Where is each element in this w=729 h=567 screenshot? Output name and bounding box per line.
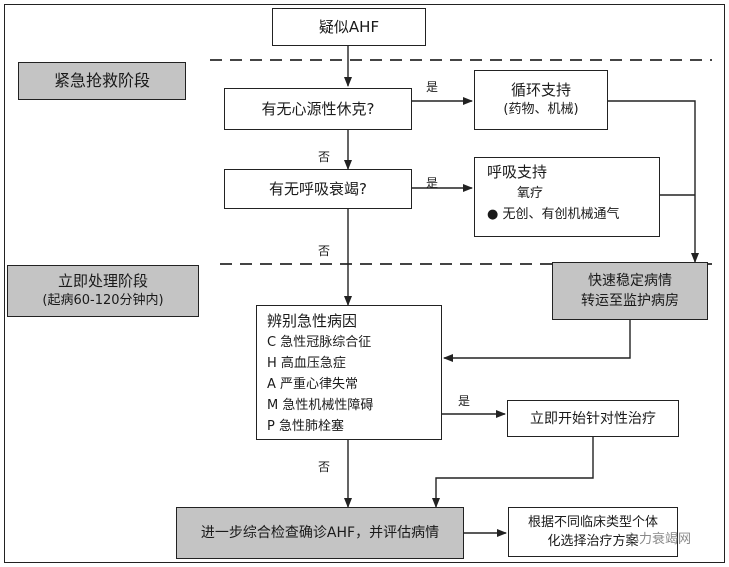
phase-emergency-label: 紧急抢救阶段 (18, 62, 186, 100)
node-confirm-and-evaluate: 进一步综合检查确诊AHF，并评估病情 (176, 507, 464, 559)
node-cardiogenic-shock-question: 有无心源性休克? (224, 88, 412, 130)
node-suspect-ahf: 疑似AHF (272, 8, 426, 46)
node-identify-acute-cause: 辨别急性病因 C 急性冠脉综合征 H 高血压急症 A 严重心律失常 M 急性机械… (256, 305, 442, 440)
watermark: 心力衰竭网 (626, 532, 692, 547)
node-individualized-treatment: 根据不同临床类型个体 化选择治疗方案 (508, 507, 678, 557)
node-respiratory-support: 呼吸支持 氧疗 ● 无创、有创机械通气 (474, 157, 660, 237)
edge-label-shock-yes: 是 (426, 80, 439, 94)
arrow-circ-to-stabilize (608, 100, 699, 263)
arrow-stabilize-to-cause (443, 320, 631, 362)
edge-label-shock-no: 否 (318, 150, 331, 164)
phase-immediate-label: 立即处理阶段 (起病60-120分钟内) (7, 265, 199, 317)
node-circulation-support: 循环支持 (药物、机械) (474, 70, 608, 130)
edge-label-resp-no: 否 (318, 244, 331, 258)
edge-label-cause-yes: 是 (458, 394, 471, 408)
edge-label-cause-no: 否 (318, 460, 331, 474)
bullet-icon: ● (487, 207, 499, 222)
node-respiratory-failure-question: 有无呼吸衰竭? (224, 169, 412, 209)
node-stabilize-transfer: 快速稳定病情 转运至监护病房 (552, 262, 708, 320)
edge-label-resp-yes: 是 (426, 176, 439, 190)
node-start-targeted-treatment: 立即开始针对性治疗 (507, 400, 679, 437)
arrow-treat-to-confirm (432, 437, 594, 508)
diagram-frame (4, 4, 725, 563)
